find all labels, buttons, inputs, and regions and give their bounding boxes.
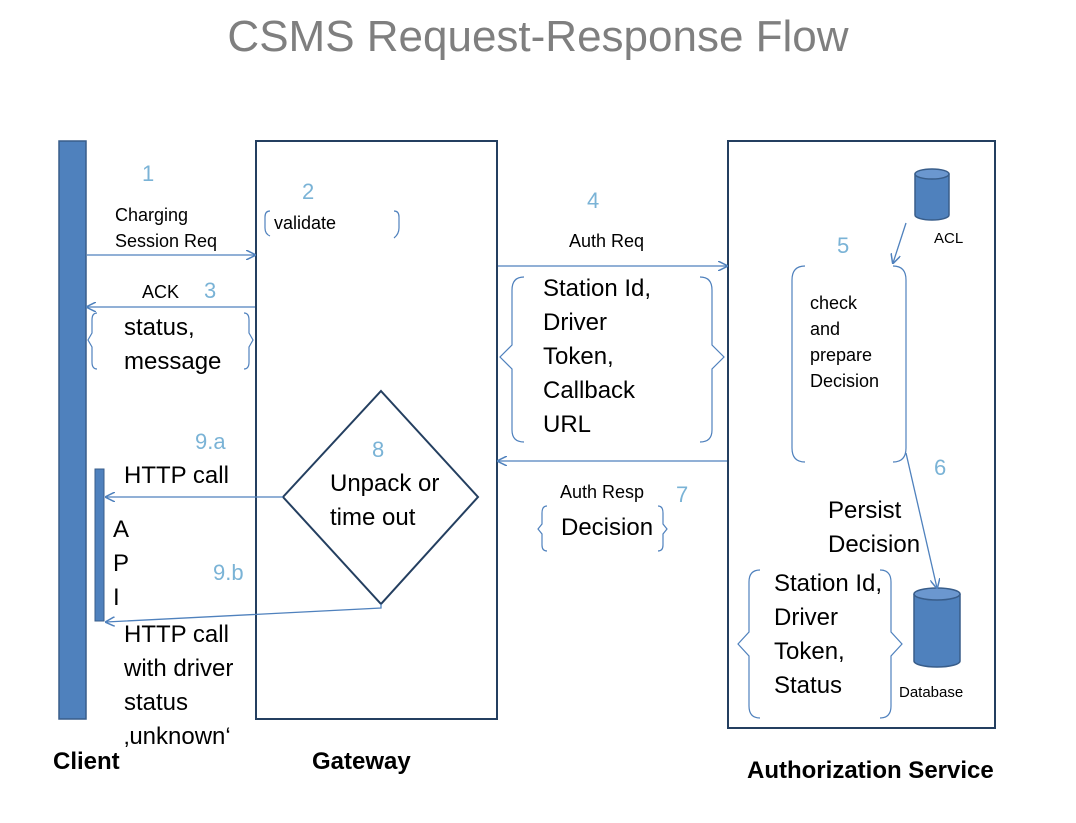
auth-service-box <box>727 140 996 729</box>
persist-payload-line: Status <box>774 672 843 699</box>
persist-payload-line: Driver <box>774 604 838 631</box>
charging-request-label-line: Charging <box>115 205 189 225</box>
arrow-http-call-b <box>106 604 382 622</box>
page-title: CSMS Request-Response Flow <box>227 12 849 61</box>
check-prepare-line: and <box>810 319 841 339</box>
charging-request-label-line: Session Req <box>115 231 218 251</box>
brace-check-right <box>892 265 907 463</box>
api-bar <box>94 468 105 622</box>
http-call-b-line: status <box>124 689 189 716</box>
unpack-timeout-line: Unpack or <box>330 470 440 497</box>
brace-validate-left <box>264 210 271 237</box>
brace-ack-right <box>243 312 254 370</box>
auth-request-payload-line: URL <box>543 411 592 438</box>
acl-cylinder-icon <box>914 168 950 221</box>
brace-ack-left <box>87 312 98 370</box>
persist-decision-line: Decision <box>828 531 921 558</box>
database-cylinder-icon <box>913 587 961 668</box>
api-letter: P <box>113 550 130 577</box>
api-label: A P I <box>113 513 129 615</box>
auth-request-payload: Station Id, Driver Token, Callback URL <box>543 272 651 442</box>
brace-authreq-right <box>699 276 725 443</box>
check-prepare-line: Decision <box>810 371 880 391</box>
database-label: Database <box>899 684 964 701</box>
http-call-b-label: HTTP call with driver status ‚unknown‘ <box>124 618 233 754</box>
step-number-8: 8 <box>372 437 385 462</box>
auth-service-lane-label: Authorization Service <box>747 757 994 784</box>
http-call-b-line: ‚unknown‘ <box>124 723 231 750</box>
persist-payload: Station Id, Driver Token, Status <box>774 567 882 703</box>
api-letter: A <box>113 516 130 543</box>
http-call-b-line: HTTP call <box>124 621 229 648</box>
persist-decision-label: Persist Decision <box>828 494 920 562</box>
auth-request-payload-line: Station Id, <box>543 275 652 302</box>
check-prepare-line: check <box>810 293 858 313</box>
arrow-acl-to-check <box>893 222 907 263</box>
brace-validate-right <box>393 210 400 239</box>
persist-payload-line: Token, <box>774 638 845 665</box>
step-number-6: 6 <box>934 455 947 480</box>
persist-decision-line: Persist <box>828 497 902 524</box>
unpack-timeout-label: Unpack or time out <box>330 467 439 535</box>
brace-persist-left <box>737 569 761 719</box>
gateway-box <box>255 140 498 720</box>
ack-payload-line: message <box>124 348 222 375</box>
auth-request-label: Auth Req <box>569 231 645 251</box>
ack-label: ACK <box>142 282 180 302</box>
auth-response-label: Auth Resp <box>560 482 645 502</box>
auth-request-payload-line: Callback <box>543 377 636 404</box>
auth-response-payload: Decision <box>561 514 654 541</box>
step-number-9b: 9.b <box>213 560 244 585</box>
ack-payload: status, message <box>124 311 221 379</box>
http-call-b-line: with driver <box>124 655 234 682</box>
step-number-1: 1 <box>142 161 155 186</box>
auth-request-payload-line: Driver <box>543 309 607 336</box>
charging-request-label: Charging Session Req <box>115 202 217 254</box>
brace-decision-right <box>657 505 668 552</box>
validate-label: validate <box>274 213 337 233</box>
brace-check-left <box>791 265 806 463</box>
client-lane-label: Client <box>53 748 120 775</box>
acl-label: ACL <box>934 230 964 247</box>
brace-decision-left <box>537 505 548 552</box>
persist-payload-line: Station Id, <box>774 570 883 597</box>
step-number-5: 5 <box>837 233 850 258</box>
brace-persist-right <box>879 569 903 719</box>
unpack-timeout-line: time out <box>330 504 416 531</box>
gateway-lane-label: Gateway <box>312 748 411 775</box>
step-number-2: 2 <box>302 179 315 204</box>
step-number-3: 3 <box>204 278 217 303</box>
http-call-a-label: HTTP call <box>124 462 229 489</box>
step-number-7: 7 <box>676 482 689 507</box>
ack-payload-line: status, <box>124 314 195 341</box>
step-number-9a: 9.a <box>195 429 226 454</box>
api-letter: I <box>113 584 120 611</box>
step-number-4: 4 <box>587 188 600 213</box>
arrow-persist-to-database <box>905 452 937 588</box>
client-lifeline <box>58 140 87 720</box>
brace-authreq-left <box>499 276 525 443</box>
auth-request-payload-line: Token, <box>543 343 614 370</box>
check-prepare-line: prepare <box>810 345 873 365</box>
check-prepare-label: check and prepare Decision <box>810 290 879 394</box>
